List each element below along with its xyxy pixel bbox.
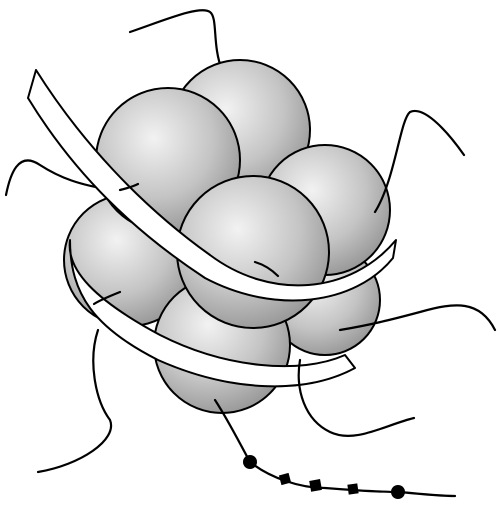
histone-tail-bottom-left: [38, 330, 111, 472]
linker-square-marker-3: [347, 483, 358, 494]
linker-dna-strand: [215, 400, 455, 499]
linker-endpoint-marker-right: [391, 485, 405, 499]
linker-endpoint-marker-left: [243, 455, 257, 469]
linker-square-marker-2: [309, 479, 322, 492]
linker-dna-line: [215, 400, 455, 496]
histone-tail-top-left: [130, 10, 222, 70]
